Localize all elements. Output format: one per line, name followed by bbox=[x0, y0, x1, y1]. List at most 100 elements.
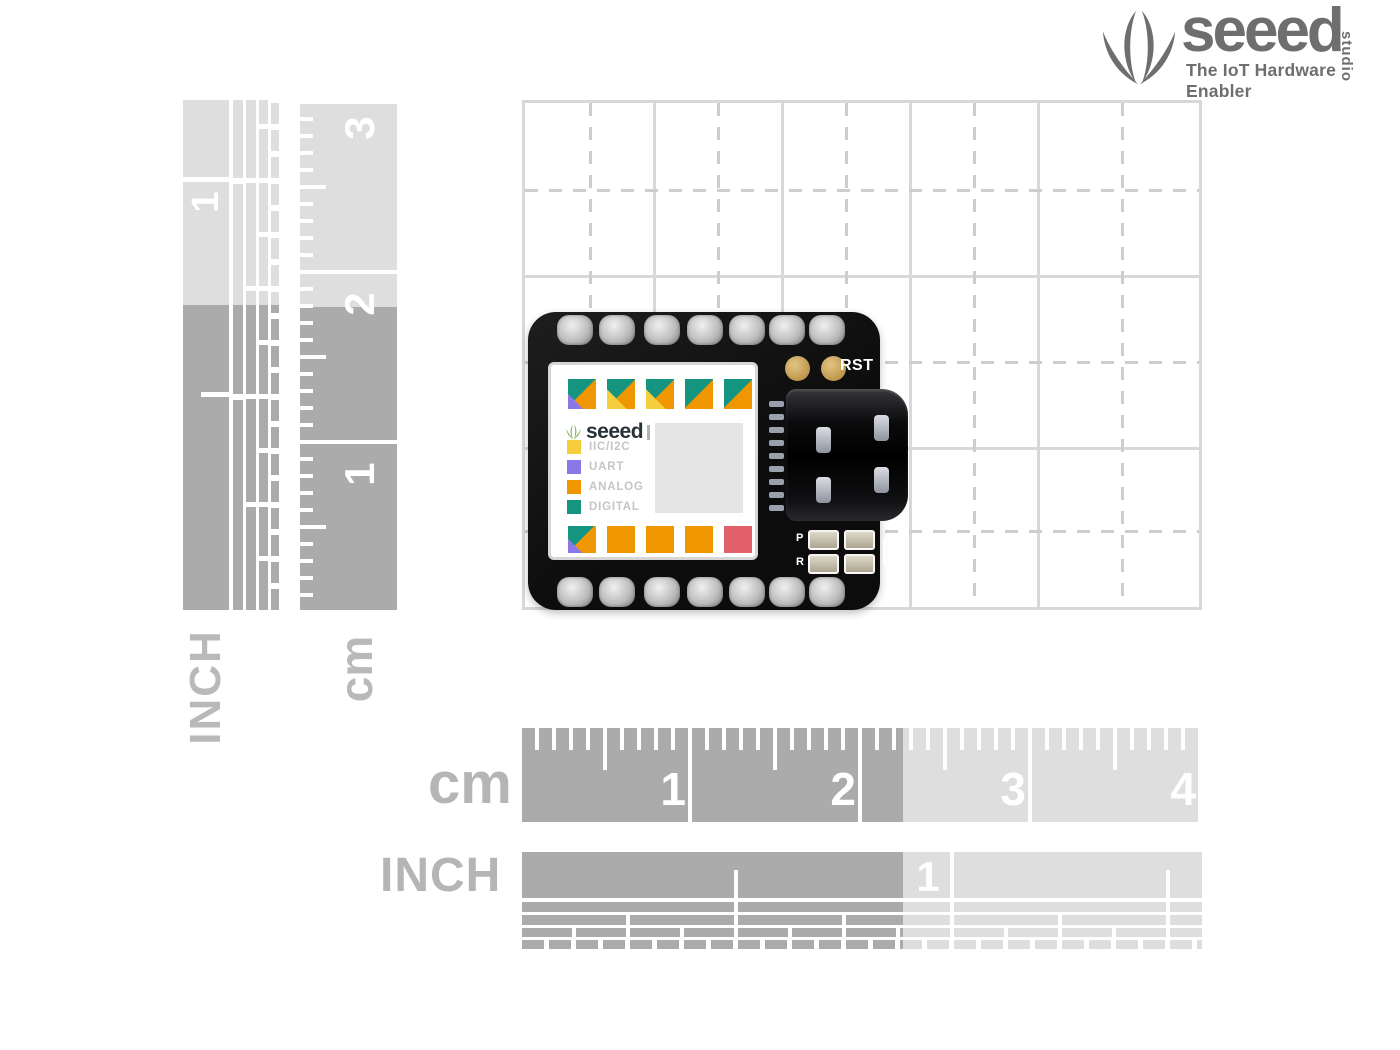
usb-pin-tooth bbox=[769, 492, 784, 498]
brand-studio-label: studio bbox=[1338, 31, 1355, 82]
bottom-inch-number-1: 1 bbox=[916, 853, 940, 900]
swd-letter-top: P bbox=[796, 532, 804, 544]
swd-silkscreen-mark bbox=[883, 538, 886, 564]
legend-label-iic: IIC/I2C bbox=[589, 440, 631, 453]
legend-label-digital: DIGITAL bbox=[589, 500, 640, 513]
bottom-inch-ruler-label: INCH bbox=[380, 849, 502, 902]
legend-row-uart: UART bbox=[567, 459, 624, 474]
swd-pad bbox=[844, 554, 875, 574]
legend-swatch-digital bbox=[567, 499, 581, 514]
bottom-cm-ruler-band bbox=[522, 728, 1202, 822]
solder-pin bbox=[557, 315, 593, 345]
usb-c-connector bbox=[769, 389, 908, 521]
swd-pad bbox=[808, 530, 839, 550]
legend-row-analog: ANALOG bbox=[567, 479, 644, 494]
swd-pad-area: P R bbox=[794, 526, 886, 580]
usb-pin-tooth bbox=[769, 401, 784, 407]
xiao-board: seeed IIC/I2C UART ANALOG DIGITAL bbox=[528, 312, 908, 610]
inch-halves-row bbox=[522, 902, 1202, 912]
solder-pin bbox=[687, 315, 723, 345]
grid-line bbox=[909, 103, 912, 607]
usb-pin-tooth bbox=[769, 414, 784, 420]
inch-eighths-column bbox=[259, 100, 268, 610]
solder-pin bbox=[687, 577, 723, 607]
pinmap-square bbox=[568, 379, 596, 409]
pinmap-square bbox=[685, 526, 713, 553]
label-chip-area bbox=[655, 423, 743, 513]
usb-pin-tooth bbox=[769, 479, 784, 485]
usb-solder-slot bbox=[816, 427, 831, 453]
usb-solder-slot bbox=[874, 467, 889, 493]
vertical-inch-ruler-band bbox=[183, 100, 229, 610]
pinmap-square bbox=[607, 526, 635, 553]
pinmap-square bbox=[646, 379, 674, 409]
inch-quarters-row bbox=[522, 915, 1202, 925]
solder-pin bbox=[599, 315, 635, 345]
legend-label-analog: ANALOG bbox=[589, 480, 644, 493]
solder-pin bbox=[769, 577, 805, 607]
pinmap-square bbox=[685, 379, 713, 409]
swd-letter-bottom: R bbox=[796, 556, 804, 568]
legend-swatch-iic bbox=[567, 439, 581, 454]
legend-label-uart: UART bbox=[589, 460, 625, 473]
pinmap-square bbox=[646, 526, 674, 553]
label-logo-bar bbox=[647, 424, 651, 440]
solder-pin bbox=[769, 315, 805, 345]
inch-eighths-row bbox=[522, 928, 1202, 937]
reset-pad bbox=[785, 356, 810, 381]
solder-pin bbox=[644, 577, 680, 607]
bottom-cm-number-1: 1 bbox=[660, 763, 686, 815]
usb-pin-tooth bbox=[769, 453, 784, 459]
usb-pin-tooth bbox=[769, 466, 784, 472]
legend-swatch-analog bbox=[567, 479, 581, 494]
grid-line bbox=[973, 103, 976, 607]
label-logo-text: seeed bbox=[586, 420, 644, 443]
vertical-cm-ruler-band bbox=[300, 100, 397, 610]
brand-tagline: The IoT Hardware Enabler bbox=[1186, 60, 1337, 101]
inch-sixteenths-row bbox=[522, 940, 1202, 949]
rst-silkscreen: RST bbox=[840, 357, 874, 374]
pinmap-square bbox=[724, 526, 752, 553]
usb-pin-tooth bbox=[769, 427, 784, 433]
label-seeed-logo: seeed bbox=[565, 420, 651, 444]
swd-pad bbox=[808, 554, 839, 574]
bottom-cm-number-2: 2 bbox=[830, 763, 856, 815]
reset-pad bbox=[821, 356, 846, 381]
solder-pin bbox=[809, 315, 845, 345]
solder-pin bbox=[644, 315, 680, 345]
bottom-inch-ruler-band bbox=[522, 852, 1202, 898]
legend-row-digital: DIGITAL bbox=[567, 499, 640, 514]
vertical-cm-number-3: 3 bbox=[336, 116, 383, 140]
bottom-cm-number-3: 3 bbox=[1000, 763, 1026, 815]
solder-pin bbox=[599, 577, 635, 607]
board-shield-label: seeed IIC/I2C UART ANALOG DIGITAL bbox=[548, 362, 758, 560]
grid-line bbox=[1037, 103, 1040, 607]
lotus-icon bbox=[1102, 10, 1176, 85]
usb-solder-slot bbox=[816, 477, 831, 503]
bottom-cm-number-4: 4 bbox=[1170, 763, 1196, 815]
inch-quarters-column bbox=[246, 100, 256, 610]
pinmap-square bbox=[607, 379, 635, 409]
grid-line bbox=[525, 189, 1199, 192]
solder-pin bbox=[809, 577, 845, 607]
seeed-logo-icon bbox=[1096, 6, 1182, 90]
vertical-cm-ruler-label: cm bbox=[330, 635, 382, 703]
usb-pin-tooth bbox=[769, 505, 784, 511]
vertical-inch-ruler-label: INCH bbox=[181, 629, 230, 745]
solder-pin bbox=[729, 315, 765, 345]
swd-pad bbox=[844, 530, 875, 550]
grid-line bbox=[1121, 103, 1124, 607]
inch-sixteenths-column bbox=[271, 100, 279, 610]
solder-pin bbox=[729, 577, 765, 607]
pinmap-square bbox=[724, 379, 752, 409]
vertical-cm-number-1: 1 bbox=[336, 462, 383, 486]
vertical-inch-number: 1 bbox=[184, 191, 227, 213]
legend-row-iic: IIC/I2C bbox=[567, 439, 630, 454]
inch-mark-line bbox=[183, 177, 229, 182]
inch-halves-column bbox=[233, 100, 243, 610]
half-inch-mark-line bbox=[201, 392, 229, 397]
pinmap-square bbox=[568, 526, 596, 553]
brand-wordmark: seeed bbox=[1181, 0, 1345, 65]
vertical-cm-number-2: 2 bbox=[336, 292, 383, 316]
